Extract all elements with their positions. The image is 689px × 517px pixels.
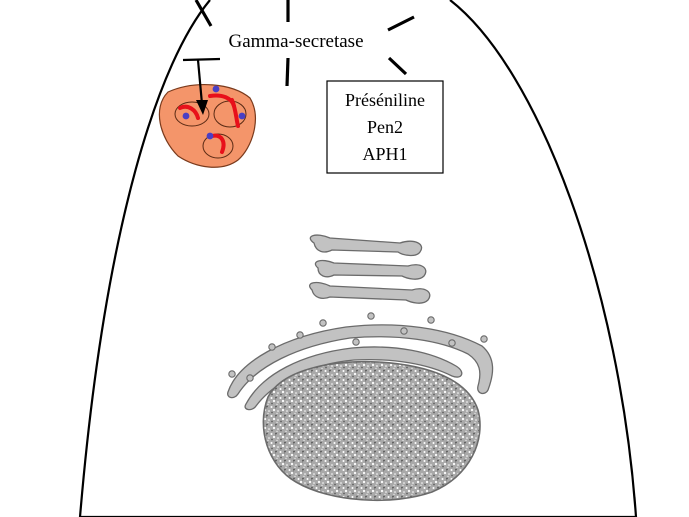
cell-membrane [78,0,638,517]
nuclear-envelope [262,360,481,502]
components-box-frame [326,80,444,174]
complex-dash [387,15,415,32]
endoplasmic-reticulum [227,312,494,411]
endosome [158,84,256,168]
cargo-blue [182,85,246,140]
golgi-cisterna [314,259,427,280]
cargo-red [178,93,240,154]
component-aph1: APH1 [362,144,407,164]
golgi-apparatus [309,234,431,304]
inhibition-shaft [196,59,204,105]
gamma-secretase-complex [194,0,415,87]
ribosomes [228,312,488,382]
components-box: Préséniline Pen2 APH1 [326,80,444,174]
intralumenal-vesicle [174,101,210,127]
complex-dash [285,57,290,87]
arrow-head [196,100,208,115]
er-sheet [227,324,494,399]
component-pen2: Pen2 [367,117,403,137]
component-presenilin: Préséniline [345,90,425,110]
nucleus [262,360,481,502]
complex-dash [387,56,408,76]
golgi-cisterna [309,234,423,257]
gamma-secretase-label: Gamma-secretase [228,31,363,52]
er-sheet [244,346,463,411]
inhibition-arrow [182,57,221,115]
inhibition-bar [182,57,221,62]
golgi-cisterna [309,281,431,304]
complex-dash [194,0,213,27]
